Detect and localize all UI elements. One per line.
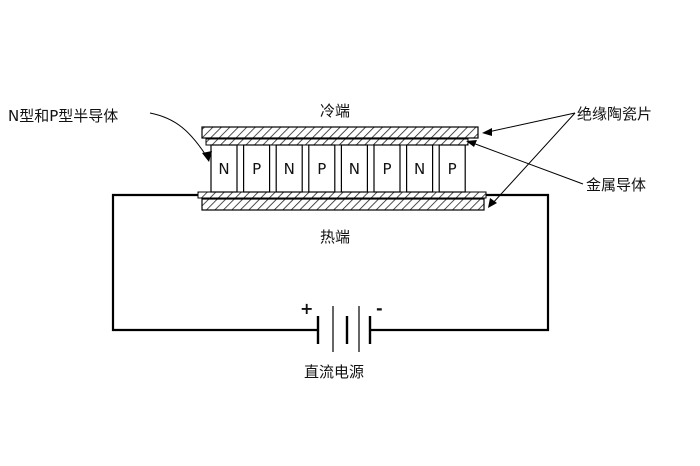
semiconductor-leg-n [210, 144, 238, 193]
circuit-wire-right [370, 193, 550, 332]
arrow-np [202, 151, 212, 162]
battery-symbol [316, 306, 372, 352]
label-ceramic-plate: 绝缘陶瓷片 [577, 105, 652, 123]
semiconductor-type-label: P [382, 160, 391, 178]
semiconductor-leg-n [275, 144, 303, 193]
semiconductor-leg-p [308, 144, 336, 193]
leader-metal [469, 141, 584, 185]
label-np-semiconductor: N型和P型半导体 [8, 107, 118, 125]
leader-arrowheads [202, 128, 497, 208]
semiconductor-leg-n [340, 144, 368, 193]
leader-ceramic-top [487, 112, 576, 133]
metal-conductor-top [205, 138, 469, 146]
circuit-wire [111, 193, 318, 332]
semiconductor-leg-p [243, 144, 271, 193]
semiconductor-leg-n [406, 144, 434, 193]
semiconductor-type-label: N [284, 160, 295, 178]
label-metal-conductor: 金属导体 [586, 176, 646, 194]
metal-conductor-bottom [197, 191, 487, 199]
semiconductor-type-label: P [317, 160, 326, 178]
semiconductor-type-label: P [252, 160, 261, 178]
arrow-ceramic-top [482, 128, 492, 136]
minus-sign: - [376, 299, 383, 318]
semiconductor-type-label: N [414, 160, 425, 178]
ceramic-plate-bottom [201, 198, 485, 211]
ceramic-plate-top [201, 126, 479, 139]
semiconductor-type-label: N [218, 160, 229, 178]
semiconductor-leg-p [438, 144, 466, 193]
semiconductor-leg-p [373, 144, 401, 193]
label-dc-source: 直流电源 [304, 363, 364, 381]
semiconductor-type-label: P [448, 160, 457, 178]
label-hot-end: 热端 [320, 228, 350, 246]
label-cold-end: 冷端 [320, 102, 350, 120]
leader-lines [149, 112, 584, 205]
leader-np [149, 112, 210, 161]
arrow-ceramic-bottom [488, 198, 497, 208]
leader-ceramic-bottom [491, 112, 576, 205]
arrow-metal [466, 140, 477, 147]
semiconductor-type-label: N [349, 160, 360, 178]
plus-sign: + [300, 299, 313, 318]
